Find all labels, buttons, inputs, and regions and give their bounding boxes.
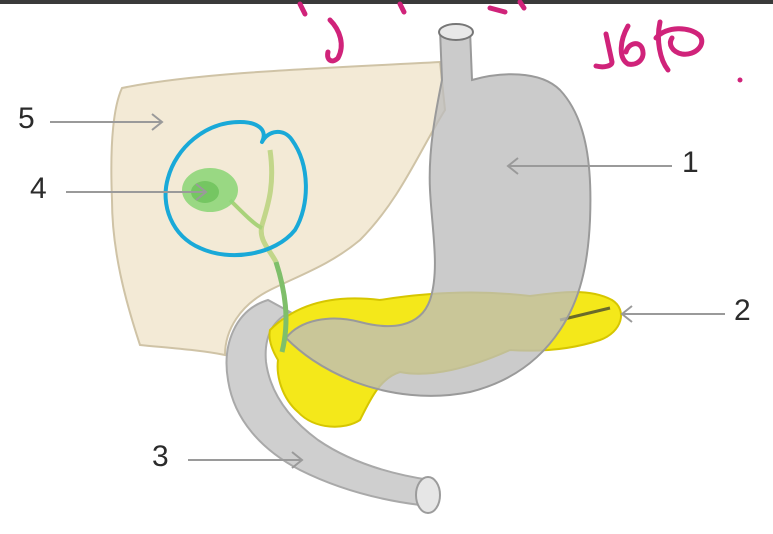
duodenum-end: [416, 477, 440, 513]
label-2-pancreas: 2: [734, 296, 751, 326]
esophagus-opening: [439, 24, 473, 40]
label-1-stomach: 1: [682, 148, 699, 178]
handwriting-scribble-1: [300, 4, 341, 61]
label-3-duodenum: 3: [152, 442, 169, 472]
handwriting-scribble-3: [596, 22, 702, 70]
handwriting-dot: [738, 78, 743, 83]
label-5-liver: 5: [18, 104, 35, 134]
label-4-gallbladder: 4: [30, 174, 47, 204]
handwriting-scribble-2: [400, 2, 524, 12]
